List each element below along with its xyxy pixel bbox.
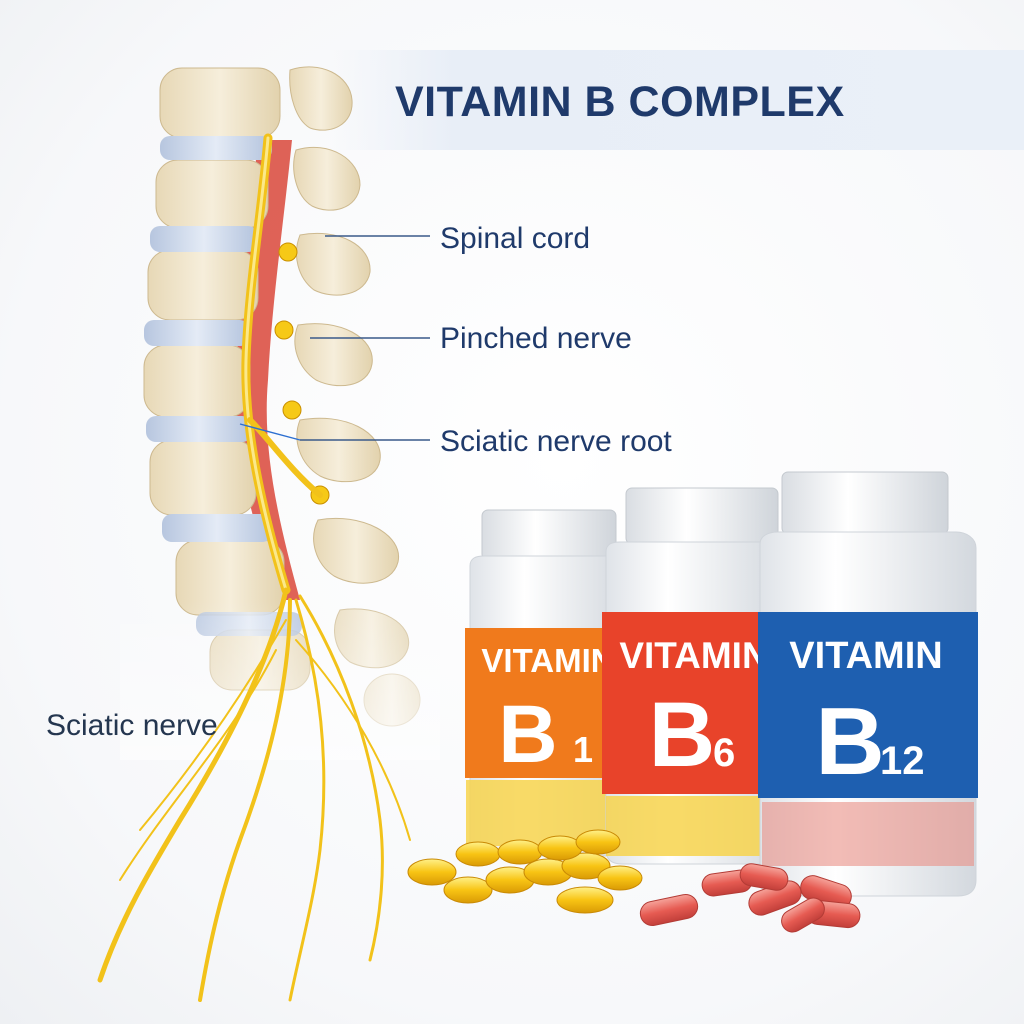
bottle-b1-word: VITAMIN — [481, 642, 614, 679]
label-pinched-nerve: Pinched nerve — [440, 322, 632, 355]
title-banner — [330, 50, 1024, 150]
label-spinal-cord: Spinal cord — [440, 222, 591, 255]
bottle-b12-letter: B — [815, 688, 884, 795]
page-title: VITAMIN B COMPLEX — [395, 78, 845, 126]
bottle-b12-sub: 12 — [880, 739, 925, 783]
label-sciatic-nerve-root: Sciatic nerve root — [440, 425, 672, 458]
leader-lines — [239, 235, 430, 441]
nerves — [97, 133, 411, 1002]
bottle-label-b6 — [602, 612, 787, 794]
bottle-b1-sub: 1 — [573, 729, 593, 770]
label-sciatic-nerve: Sciatic nerve — [46, 709, 218, 742]
bottle-b6-sub: 6 — [713, 731, 735, 775]
bottle-b6-letter: B — [649, 684, 715, 786]
bottle-b12-word: VITAMIN — [789, 635, 942, 677]
loose-softgels — [407, 829, 643, 914]
bottle-b1-letter: B — [498, 689, 557, 780]
bottle-b12: VITAMIN B 12 — [758, 471, 978, 897]
bottle-label-b12 — [758, 612, 978, 798]
spine — [120, 66, 440, 760]
bottle-b6-word: VITAMIN — [619, 635, 768, 676]
loose-tablets — [639, 863, 861, 933]
bottle-b6: VITAMIN B 6 — [602, 487, 787, 865]
